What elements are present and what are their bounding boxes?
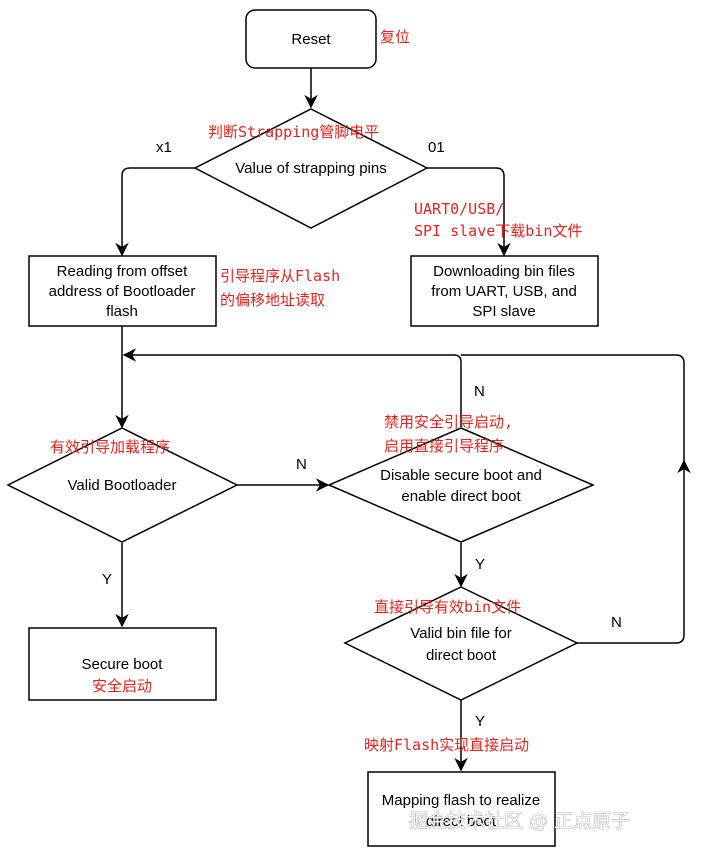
read-flash-line-1: Reading from offset (57, 263, 188, 280)
secure-boot-annotation: 安全启动 (92, 677, 152, 695)
download-line-3: SPI slave (472, 303, 535, 320)
disable-secure-annotation-1: 禁用安全引导启动, (384, 413, 513, 431)
valid-bin-line-2: direct boot (426, 647, 497, 664)
valid-bin-yes-label: Y (475, 713, 485, 730)
edge-valid-bin-no-return (461, 354, 685, 461)
valid-bootloader-label: Valid Bootloader (68, 477, 177, 494)
valid-bin-decision (343, 586, 579, 701)
watermark: 掘金技术社区 @ 正点原子 (409, 810, 630, 832)
read-flash-line-3: flash (106, 303, 138, 320)
valid-bootloader-yes-label: Y (102, 571, 112, 588)
download-line-1: Downloading bin files (433, 263, 575, 280)
secure-boot-label: Secure boot (82, 656, 164, 673)
valid-bootloader-decision (6, 427, 239, 543)
disable-secure-line-1: Disable secure boot and (380, 467, 542, 484)
reset-node (245, 9, 377, 69)
mapping-line-1: Mapping flash to realize (382, 792, 540, 809)
mapping-annotation: 映射Flash实现直接启动 (364, 736, 529, 754)
secure-boot-node (28, 627, 217, 701)
valid-bootloader-no-label: N (296, 456, 307, 473)
edge-strapping-to-download (427, 167, 511, 257)
read-flash-node (28, 255, 217, 327)
disable-secure-no-label: N (474, 383, 485, 400)
edge-strapping-to-read-flash (115, 167, 195, 257)
download-node (410, 255, 599, 327)
download-annotation-1: UART0/USB/ (414, 200, 504, 218)
disable-secure-annotation-2: 启用直接引导程序 (384, 437, 504, 455)
strapping-left-label: x1 (156, 139, 172, 156)
mapping-line-2: direct boot (426, 813, 497, 830)
download-annotation-2: SPI slave下载bin文件 (414, 222, 582, 240)
valid-bin-no-label: N (611, 614, 622, 631)
valid-bin-line-1: Valid bin file for (410, 625, 511, 642)
read-flash-line-2: address of Bootloader (49, 283, 196, 300)
strapping-decision (193, 108, 429, 229)
edge-valid-bin-no (577, 459, 691, 644)
read-flash-annotation-2: 的偏移地址读取 (220, 291, 325, 309)
download-line-2: from UART, USB, and (431, 283, 577, 300)
strapping-right-label: 01 (428, 139, 445, 156)
valid-bootloader-annotation: 有效引导加载程序 (50, 438, 170, 456)
disable-secure-decision (327, 427, 595, 543)
read-flash-annotation-1: 引导程序从Flash (220, 267, 340, 285)
edges (115, 68, 691, 772)
edge-disable-secure-no (122, 348, 462, 427)
reset-label: Reset (291, 31, 331, 48)
disable-secure-yes-label: Y (475, 556, 485, 573)
strapping-annotation: 判断Strapping管脚电平 (208, 123, 379, 141)
disable-secure-line-2: enable direct boot (401, 488, 521, 505)
strapping-label: Value of strapping pins (235, 160, 387, 177)
mapping-node (367, 771, 556, 847)
valid-bin-annotation: 直接引导有效bin文件 (374, 598, 521, 616)
reset-annotation: 复位 (380, 28, 410, 46)
